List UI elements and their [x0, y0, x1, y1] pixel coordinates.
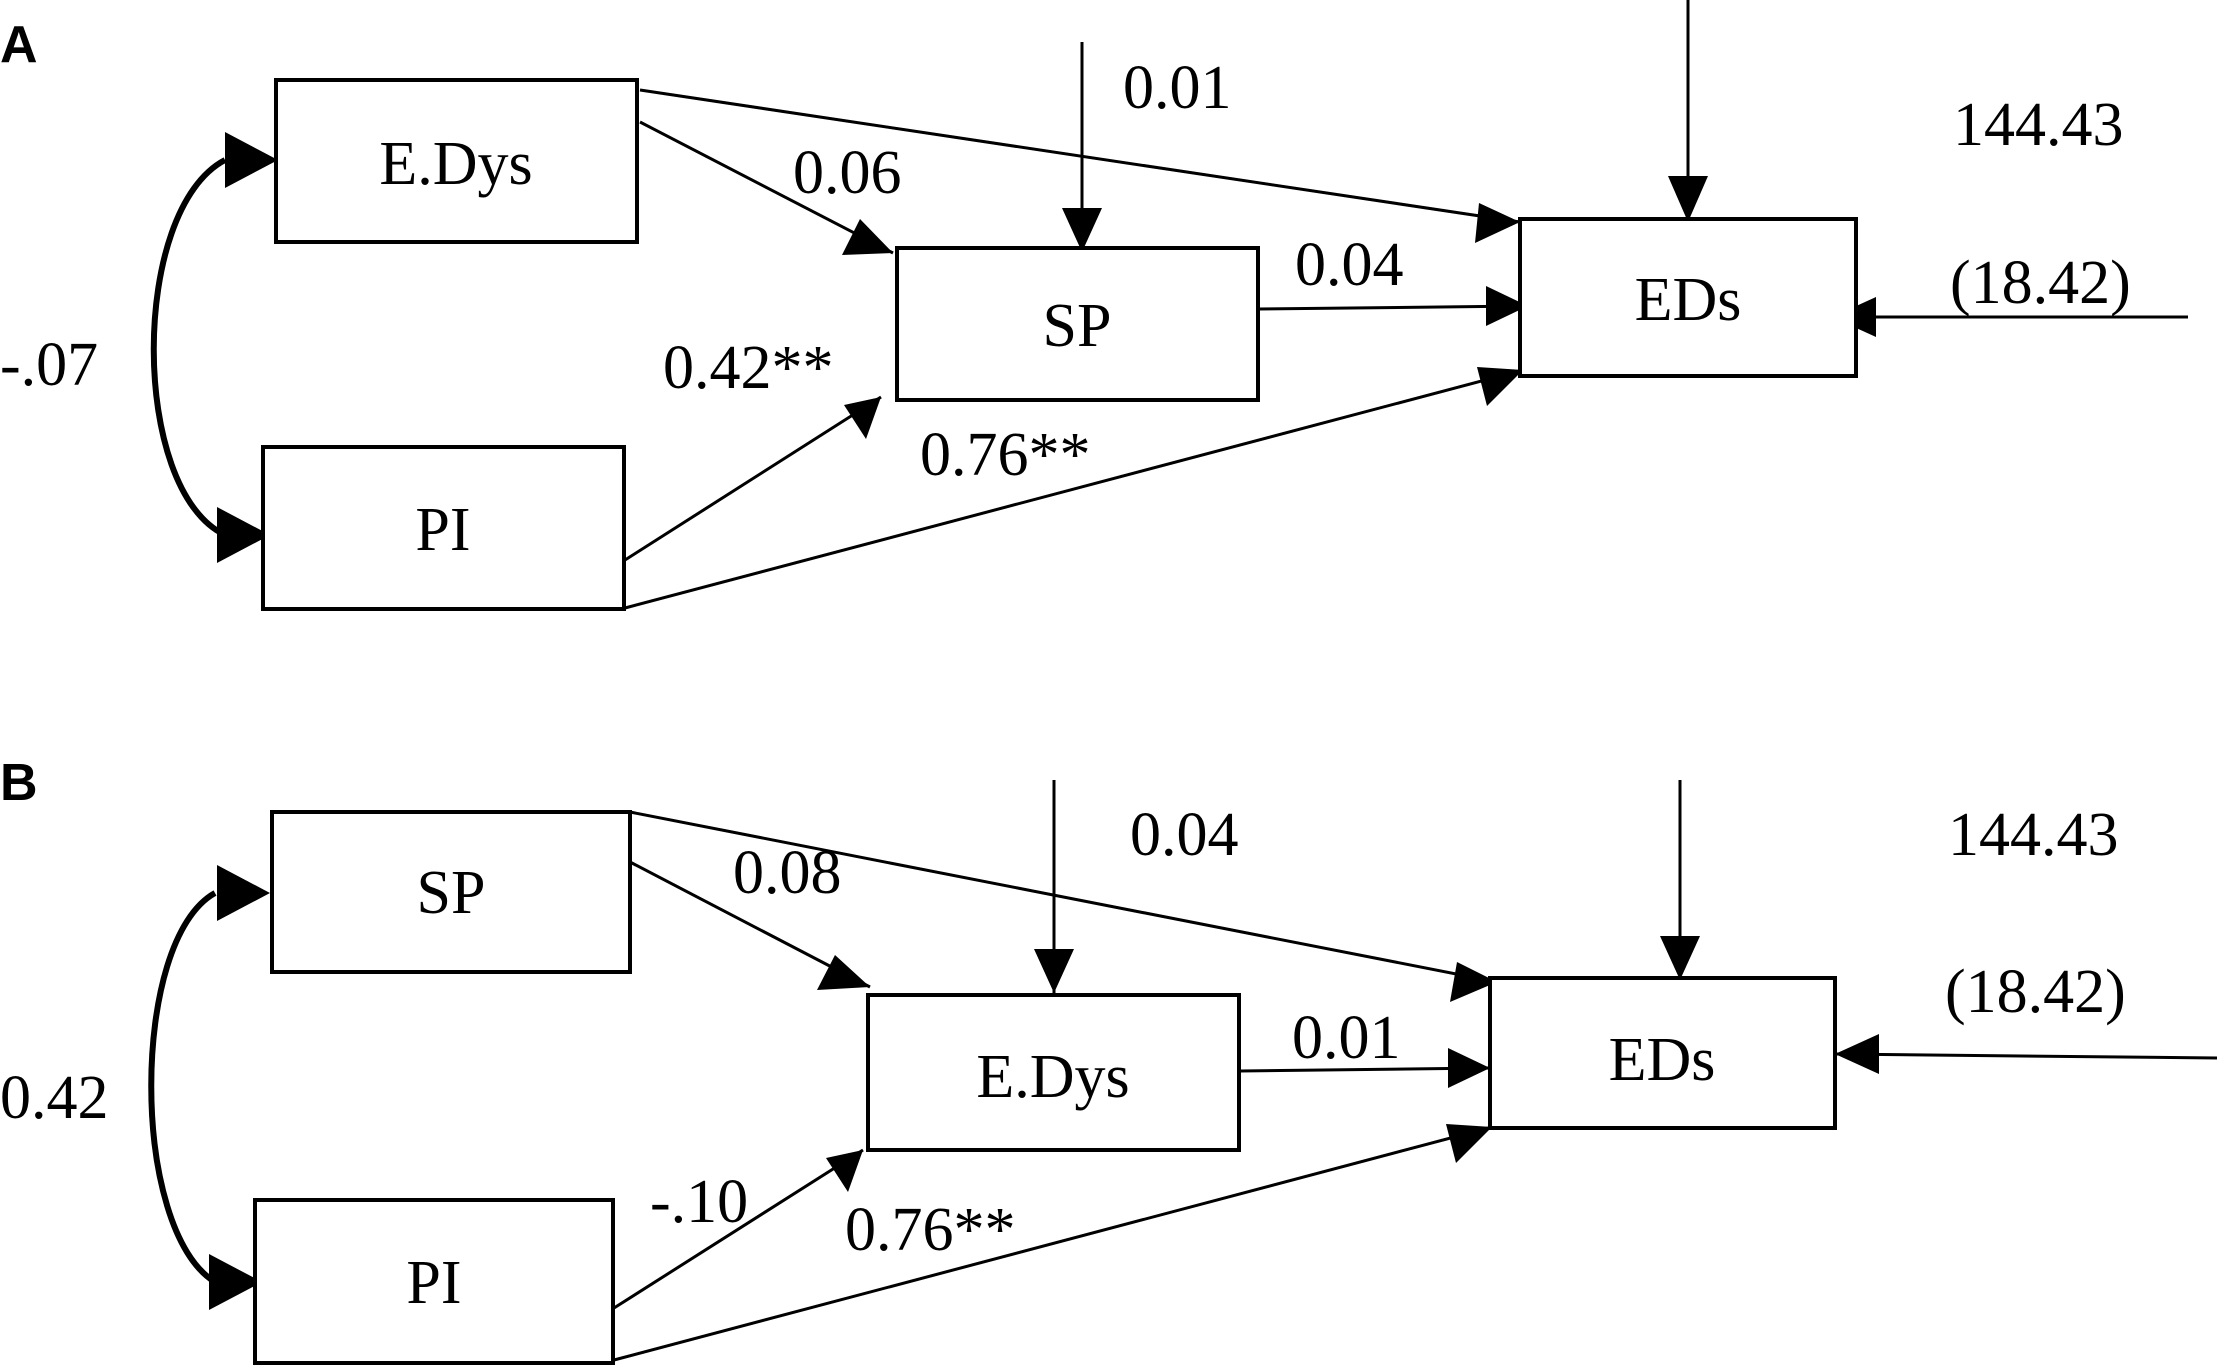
panel-b-arrowhead-top-to-mediator	[817, 955, 870, 990]
panel-a: A -.07 E.Dys PI	[0, 0, 2188, 611]
panel-b-coef-outcome-residual-se: (18.42)	[1945, 958, 2126, 1026]
panel-a-arrowhead-bottom-to-mediator	[844, 397, 881, 439]
panel-a-arrowhead-top-to-outcome	[1475, 203, 1520, 243]
panel-b-node-outcome-label: EDs	[1609, 1026, 1716, 1094]
panel-b-label: B	[0, 754, 38, 812]
panel-a-mediator-residual-arrowhead	[1062, 208, 1102, 252]
panel-a-arrowhead-top-to-mediator	[842, 219, 893, 255]
panel-b-covariance-curve	[148, 890, 217, 1285]
panel-a-edge-bottom-to-mediator	[624, 395, 882, 562]
panel-a-node-outcome: EDs	[1518, 217, 1858, 378]
panel-a-coef-bottom-to-mediator: 0.42**	[663, 334, 834, 402]
panel-b-node-bottom: PI	[253, 1198, 615, 1365]
panel-b-edge-top-to-outcome	[629, 810, 1498, 984]
panel-a-covariance-arrowhead-top	[225, 132, 278, 188]
panel-a-covariance-arrowhead-bottom	[217, 507, 270, 563]
panel-a-arrowhead-mediator-to-outcome	[1486, 286, 1528, 326]
panel-a-edge-mediator-to-outcome	[1257, 304, 1529, 311]
panel-b-coef-mediator-residual: 0.04	[1130, 801, 1239, 869]
panel-b-covariance-coef: 0.42	[0, 1064, 109, 1132]
panel-a-node-mediator-label: SP	[1043, 292, 1112, 360]
panel-b-node-top: SP	[270, 810, 632, 974]
panel-b-node-bottom-label: PI	[406, 1249, 461, 1317]
panel-a-node-top: E.Dys	[274, 78, 639, 244]
panel-b-coef-top-to-mediator: 0.08	[733, 839, 842, 907]
panel-a-covariance-curve	[150, 157, 227, 538]
panel-a-coef-mediator-to-outcome: 0.04	[1295, 231, 1404, 299]
panel-b-arrowhead-bottom-to-outcome	[1446, 1124, 1492, 1163]
panel-a-node-mediator: SP	[895, 246, 1260, 402]
panel-a-coef-bottom-to-outcome: 0.76**	[920, 421, 1091, 489]
panel-b-node-top-label: SP	[417, 859, 486, 927]
panel-b-arrowhead-top-to-outcome	[1450, 962, 1497, 1002]
panel-b-arrowhead-mediator-to-outcome	[1448, 1048, 1490, 1088]
panel-a-node-outcome-label: EDs	[1635, 266, 1742, 334]
panel-b-coef-bottom-to-outcome: 0.76**	[845, 1196, 1016, 1264]
panel-a-coef-outcome-residual: 144.43	[1953, 91, 2124, 159]
panel-b-node-outcome: EDs	[1488, 976, 1837, 1130]
panel-b-coef-outcome-residual: 144.43	[1948, 801, 2119, 869]
panel-a-edge-bottom-to-outcome	[624, 368, 1524, 610]
panel-a-node-bottom: PI	[261, 445, 626, 611]
panel-b-coef-mediator-to-outcome: 0.01	[1292, 1004, 1401, 1072]
panel-a-arrowhead-bottom-to-outcome	[1477, 367, 1523, 406]
panel-a-node-top-label: E.Dys	[379, 130, 532, 198]
panel-a-outcome-residual-arrowhead	[1668, 176, 1708, 222]
panel-b-covariance-arrowhead-top	[217, 865, 270, 921]
panel-b-node-mediator-label: E.Dys	[976, 1043, 1129, 1111]
panel-a-coef-mediator-residual: 0.01	[1123, 54, 1232, 122]
panel-b-covariance-arrowhead-bottom	[209, 1254, 262, 1310]
panel-b-outcome-error-arrow	[1834, 1052, 2217, 1060]
panel-a-node-bottom-label: PI	[415, 496, 470, 564]
panel-b-arrowhead-bottom-to-mediator	[826, 1150, 863, 1192]
panel-a-label: A	[0, 16, 38, 74]
panel-b-outcome-error-arrowhead	[1835, 1034, 1879, 1074]
panel-a-edge-top-to-mediator	[639, 120, 894, 255]
panel-a-coef-top-to-mediator: 0.06	[793, 139, 902, 207]
panel-b-coef-bottom-to-mediator: -.10	[650, 1168, 748, 1236]
panel-a-edge-top-to-outcome	[639, 88, 1521, 224]
panel-b-edge-bottom-to-mediator	[613, 1148, 864, 1310]
panel-b-edge-bottom-to-outcome	[613, 1125, 1493, 1362]
panel-b-node-mediator: E.Dys	[866, 993, 1241, 1152]
panel-a-covariance-coef: -.07	[0, 331, 98, 399]
panel-b: B 0.42 SP PI	[0, 754, 2217, 1365]
panel-a-coef-outcome-residual-se: (18.42)	[1950, 249, 2131, 317]
panel-b-mediator-residual-arrowhead	[1034, 949, 1074, 993]
panel-b-outcome-residual-arrowhead	[1660, 936, 1700, 980]
